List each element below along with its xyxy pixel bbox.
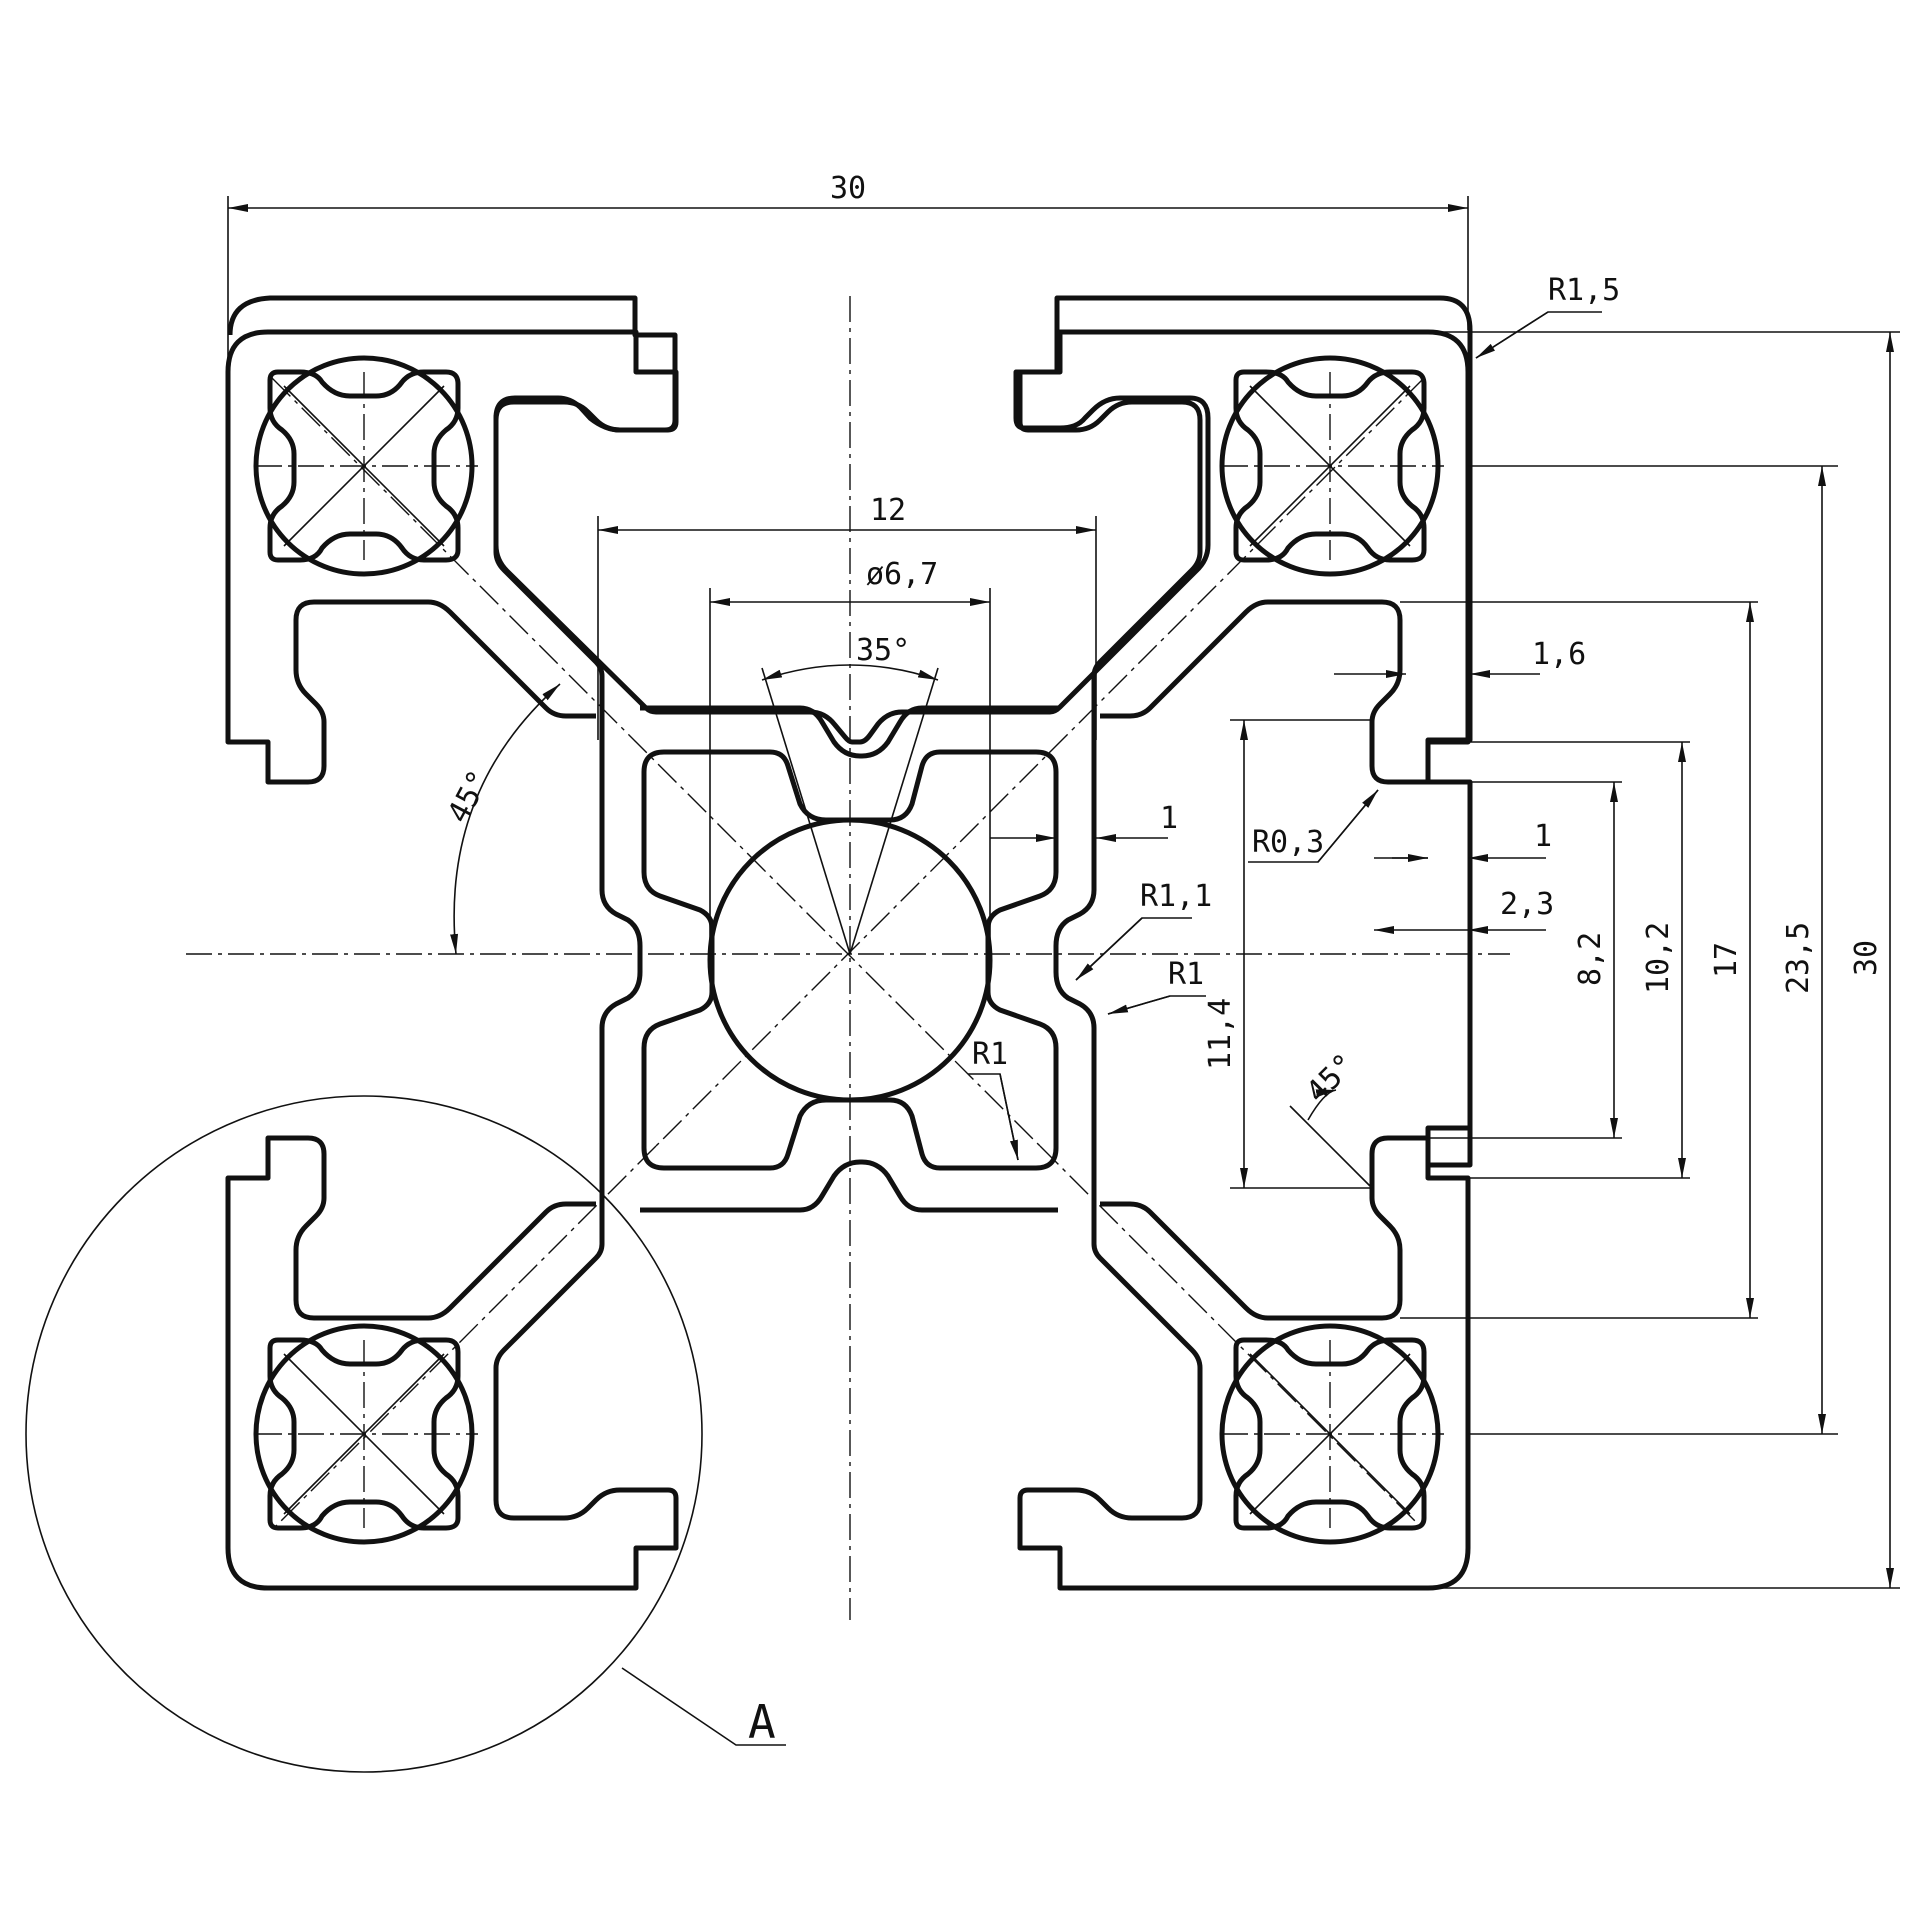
dim-slot-angle-label: 35° [856, 633, 910, 668]
dim-bore-label: ø6,7 [866, 557, 938, 592]
dim-overall-height: 30 [1430, 331, 1900, 1589]
corner-holes [253, 355, 1444, 1545]
dim-bore: ø6,7 [709, 557, 991, 960]
dim-fillet-radius-b: R1 [968, 1037, 1019, 1161]
dim-chamfer-angle: 45° [1289, 1047, 1373, 1189]
outer-shell [225, 329, 1471, 1591]
dim-height-10-2-label: 10,2 [1641, 922, 1676, 994]
dim-overall-height-label: 30 [1849, 940, 1884, 976]
dim-height-11-4: 11,4 [1203, 719, 1372, 1189]
dim-wall-thickness: 1,6 [1334, 637, 1586, 678]
dim-corner-radius: R1,5 [1475, 273, 1620, 359]
dim-overall-width: 30 [227, 171, 1469, 370]
dim-height-23-5-label: 23,5 [1781, 922, 1816, 994]
dim-slot-depth: 2,3 [1374, 887, 1554, 934]
dim-corner-radius-label: R1,5 [1548, 273, 1620, 308]
central-core [599, 700, 1097, 1220]
dim-slot-center: 12 [597, 493, 1097, 740]
dim-web-thickness-label: 1 [1160, 801, 1178, 836]
corner-hole-bottom-right [1219, 1323, 1444, 1545]
dim-fillet-radius-a-label: R1 [1168, 957, 1204, 992]
detail-circle-a: A [25, 1095, 786, 1773]
dim-groove-radius-label: R1,1 [1140, 879, 1212, 914]
dim-lip-thickness: 1 [1374, 819, 1552, 862]
dim-lip-thickness-label: 1 [1534, 819, 1552, 854]
dim-height-10-2: 10,2 [1428, 741, 1690, 1179]
dim-web-thickness: 1 [990, 801, 1178, 842]
dim-slot-center-label: 12 [870, 493, 906, 528]
dim-height-8-2-label: 8,2 [1573, 932, 1608, 986]
dim-height-8-2: 8,2 [1388, 781, 1622, 1139]
detail-label: A [748, 1695, 776, 1749]
dim-height-11-4-label: 11,4 [1203, 998, 1238, 1070]
dim-inner-radius-label: R0,3 [1252, 825, 1324, 860]
dim-groove-radius: R1,1 [1075, 879, 1212, 981]
dim-diagonal-angle: 45° [441, 683, 561, 955]
corner-hole-top-right [1219, 355, 1444, 577]
dim-fillet-radius-a: R1 [1107, 957, 1206, 1015]
dim-overall-width-label: 30 [830, 171, 866, 206]
dim-fillet-radius-b-label: R1 [972, 1037, 1008, 1072]
dim-height-17-label: 17 [1709, 942, 1744, 978]
dim-diagonal-angle-label: 45° [441, 765, 497, 829]
dim-wall-thickness-label: 1,6 [1532, 637, 1586, 672]
corner-hole-top-left [253, 355, 478, 577]
center-lines [186, 296, 1510, 1620]
dim-height-23-5: 23,5 [1468, 465, 1838, 1435]
dim-height-17: 17 [1400, 601, 1758, 1319]
corner-hole-bottom-left [253, 1323, 478, 1545]
dim-chamfer-angle-label: 45° [1299, 1047, 1362, 1110]
dim-inner-radius: R0,3 [1248, 789, 1379, 863]
dim-slot-depth-label: 2,3 [1500, 887, 1554, 922]
dim-slot-angle: 35° [761, 633, 939, 955]
